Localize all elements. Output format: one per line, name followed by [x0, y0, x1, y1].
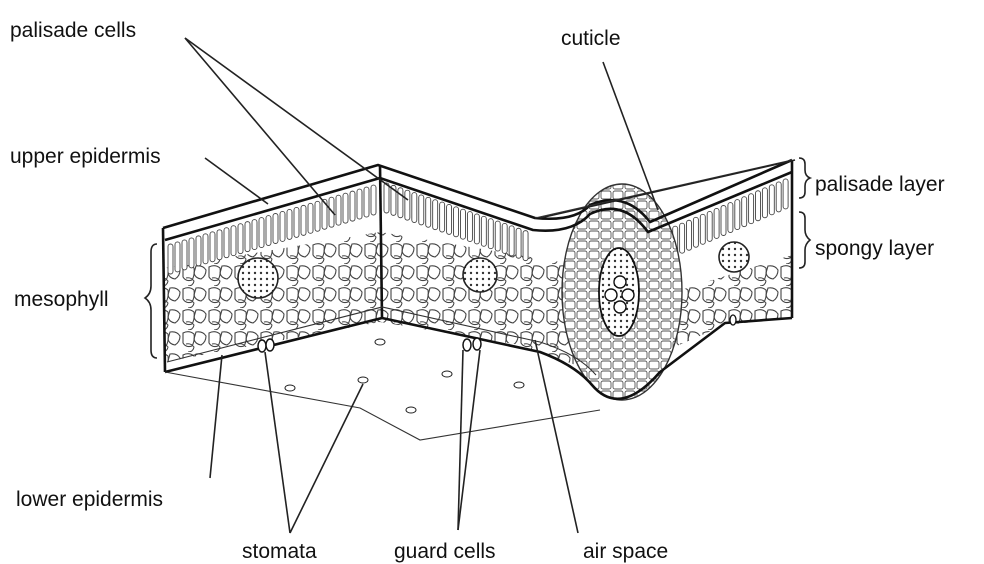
palisade-cell	[502, 223, 507, 253]
palisade-cell	[756, 191, 761, 221]
palisade-cell	[384, 183, 389, 213]
palisade-cell	[224, 228, 229, 258]
palisade-cell	[454, 207, 459, 237]
label-guard-cells: guard cells	[394, 541, 496, 562]
mesophyll-brace	[145, 244, 157, 358]
palisade-cell	[687, 220, 692, 250]
palisade-cell	[273, 214, 278, 244]
palisade-cell	[245, 222, 250, 252]
palisade-cell	[294, 207, 299, 237]
palisade-cell	[700, 214, 705, 244]
palisade-cell	[259, 218, 264, 248]
palisade-cell	[343, 193, 348, 223]
palisade-cell	[721, 206, 726, 236]
palisade-cell	[426, 197, 431, 227]
palisade-cell	[440, 202, 445, 232]
palisade-cell	[693, 217, 698, 247]
front-left-edge	[163, 228, 165, 372]
palisade-cell	[203, 234, 208, 264]
palisade-cell	[495, 221, 500, 251]
label-palisade-cells: palisade cells	[10, 20, 136, 41]
palisade-cell	[196, 236, 201, 266]
label-air-space: air space	[583, 541, 668, 562]
palisade-cell	[412, 193, 417, 223]
palisade-cell	[749, 194, 754, 224]
palisade-cell	[523, 231, 528, 261]
palisade-cell	[735, 200, 740, 230]
palisade-cell	[783, 179, 788, 209]
leader-lower-epidermis	[210, 355, 222, 478]
palisade-cell	[776, 182, 781, 212]
palisade-cell	[419, 195, 424, 225]
palisade-cell	[364, 187, 369, 217]
leaf-block	[163, 160, 792, 440]
spongy-layer-brace	[799, 212, 810, 268]
palisade-cell	[509, 226, 514, 256]
label-palisade-layer: palisade layer	[815, 174, 945, 195]
palisade-cell	[742, 197, 747, 227]
palisade-cell	[336, 195, 341, 225]
palisade-cell	[182, 240, 187, 270]
palisade-cell	[266, 216, 271, 246]
palisade-cell	[175, 242, 180, 272]
label-mesophyll: mesophyll	[14, 289, 109, 310]
palisade-cell	[210, 232, 215, 262]
palisade-cell	[168, 244, 173, 274]
label-stomata: stomata	[242, 541, 317, 562]
palisade-cell	[769, 185, 774, 215]
leader-stomata-1	[265, 352, 290, 533]
leader-palisade-cells-2	[185, 38, 408, 200]
palisade-cell	[467, 212, 472, 242]
palisade-cell	[680, 223, 685, 253]
palisade-cell	[714, 208, 719, 238]
palisade-cell	[516, 228, 521, 258]
palisade-cell	[447, 204, 452, 234]
small-vein	[719, 242, 749, 272]
label-upper-epidermis: upper epidermis	[10, 146, 161, 167]
palisade-layer-brace	[799, 158, 810, 198]
palisade-cell	[301, 205, 306, 235]
palisade-cell	[357, 189, 362, 219]
palisade-cell	[238, 224, 243, 254]
palisade-cell	[231, 226, 236, 256]
leader-upper-epidermis	[205, 158, 268, 204]
palisade-cell	[707, 211, 712, 241]
stomata-pores	[285, 339, 524, 413]
small-vein	[463, 258, 497, 292]
palisade-cell	[315, 201, 320, 231]
label-cuticle: cuticle	[561, 28, 621, 49]
label-spongy-layer: spongy layer	[815, 238, 934, 259]
palisade-cell	[217, 230, 222, 260]
palisade-cell	[488, 219, 493, 249]
palisade-cell	[189, 238, 194, 268]
palisade-cell	[308, 203, 313, 233]
palisade-cell	[287, 209, 292, 239]
palisade-cell	[762, 188, 767, 218]
leader-stomata-2	[290, 384, 363, 533]
palisade-cell	[280, 211, 285, 241]
palisade-cell	[405, 190, 410, 220]
palisade-cell	[460, 209, 465, 239]
palisade-cell	[350, 191, 355, 221]
palisade-cell	[728, 203, 733, 233]
palisade-cell	[474, 214, 479, 244]
palisade-cell	[433, 200, 438, 230]
underside-outline	[165, 372, 600, 440]
palisade-cell	[481, 216, 486, 246]
palisade-cell	[371, 185, 376, 215]
palisade-cell	[252, 220, 257, 250]
leader-palisade-cells-1	[185, 38, 335, 215]
label-lower-epidermis: lower epidermis	[16, 489, 163, 510]
small-vein	[238, 258, 278, 298]
